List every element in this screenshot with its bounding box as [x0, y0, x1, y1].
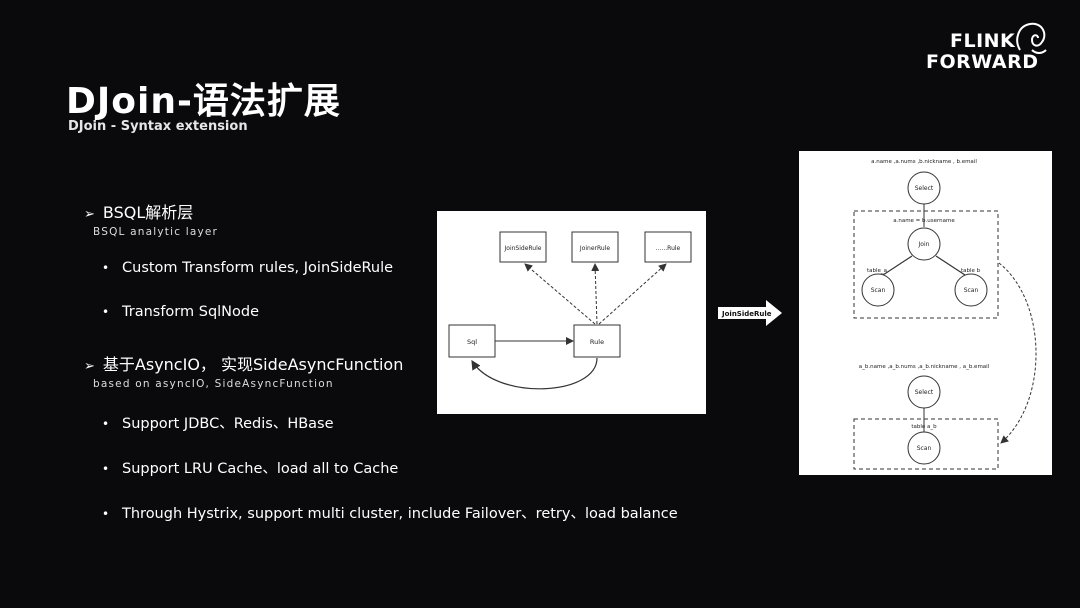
bullet-dot-icon: •: [102, 507, 110, 521]
rule-diagram-panel: JoinSideRule JoinerRule ......Rule Sql R…: [437, 211, 706, 414]
rule-to-sql-curve: [471, 357, 598, 390]
arrow-bullet-icon: ➢: [84, 359, 95, 374]
flink-forward-logo: FLINK FORWARD: [920, 22, 1060, 82]
join-node: [907, 227, 941, 261]
section-subheading-bsql: BSQL analytic layer: [93, 226, 219, 238]
section-heading-bsql: ➢ BSQL解析层: [84, 199, 193, 223]
arrow-bullet-icon: ➢: [84, 207, 95, 222]
logo-line1: FLINK: [950, 30, 1016, 52]
dashed-arrow-joinside: [524, 263, 596, 325]
section-subheading-asyncio: based on asyncIO, SideAsyncFunction: [93, 378, 334, 390]
section-heading-asyncio: ➢ 基于AsyncIO， 实现SideAsyncFunction: [84, 351, 403, 375]
transform-arrow: JoinSideRule: [718, 300, 782, 326]
top-field-list: a.name ,a.nums ,b.nickname , b.email: [871, 159, 977, 165]
bullet-text: Support LRU Cache、load all to Cache: [122, 461, 399, 477]
rule-box-main: [573, 324, 621, 358]
scan-node-ab-label: Scan: [917, 445, 932, 452]
join-to-scan-b-edge: [935, 255, 966, 276]
scan-group-box: [853, 418, 999, 470]
bottom-field-list: a_b.name ,a_b.nums ,a_b.nickname , a_b.e…: [859, 364, 990, 370]
bullet-item: • Support JDBC、Redis、HBase: [102, 412, 334, 433]
rule-diagram: JoinSideRule JoinerRule ......Rule Sql R…: [448, 231, 692, 390]
bullet-text: Through Hystrix, support multi cluster, …: [122, 506, 678, 522]
section-heading-text: 基于AsyncIO， 实现SideAsyncFunction: [102, 355, 404, 374]
scan-node-b: [954, 273, 988, 307]
dashed-arrow-joiner: [591, 263, 600, 325]
scan-node-b-label: Scan: [964, 287, 979, 294]
rule-box-joiner: [571, 231, 619, 263]
rule-box-other: [644, 231, 692, 263]
join-to-scan-a-edge: [882, 255, 913, 276]
bullet-text: Transform SqlNode: [122, 304, 260, 320]
logo-line2: FORWARD: [926, 51, 1039, 73]
select-node-top-label: Select: [915, 185, 934, 192]
rule-label-main: Rule: [590, 338, 604, 346]
plan-diagram: a.name ,a.nums ,b.nickname , b.email Sel…: [853, 159, 1037, 470]
bullet-dot-icon: •: [102, 305, 110, 319]
bullet-dot-icon: •: [102, 261, 110, 275]
bullet-item: • Support LRU Cache、load all to Cache: [102, 457, 398, 478]
transform-arrow-label: JoinSideRule: [721, 310, 772, 318]
dashed-arrow-other: [598, 263, 667, 325]
table-ab-label: table a_b: [911, 424, 937, 430]
page-title: DJoin-语法扩展: [66, 81, 341, 122]
join-node-label: Join: [918, 241, 930, 248]
section-heading-text: BSQL解析层: [102, 203, 194, 222]
sql-label: Sql: [467, 338, 477, 346]
scan-node-a: [861, 273, 895, 307]
select-node-bottom-label: Select: [915, 389, 934, 396]
plan-diagram-panel: a.name ,a.nums ,b.nickname , b.email Sel…: [799, 151, 1052, 475]
bullet-dot-icon: •: [102, 462, 110, 476]
table-b-label: table b: [961, 268, 981, 274]
rewrite-dashed-curve: [998, 262, 1037, 444]
squirrel-icon: [1016, 22, 1047, 54]
bullet-item: • Transform SqlNode: [102, 304, 259, 320]
bullet-text: Support JDBC、Redis、HBase: [122, 416, 334, 432]
bullet-text: Custom Transform rules, JoinSideRule: [122, 260, 394, 276]
rule-label-joiner: JoinerRule: [579, 245, 610, 252]
scan-node-a-label: Scan: [871, 287, 886, 294]
bullet-item: • Through Hystrix, support multi cluster,…: [102, 502, 678, 523]
bullet-dot-icon: •: [102, 417, 110, 431]
join-group-box: [853, 210, 999, 319]
bullet-item: • Custom Transform rules, JoinSideRule: [102, 260, 393, 276]
rule-box-joinside: [499, 231, 547, 263]
page-subtitle: DJoin - Syntax extension: [68, 119, 248, 134]
table-a-label: table_a: [867, 268, 887, 274]
rule-label-other: ......Rule: [656, 245, 681, 252]
rule-label-joinside: JoinSideRule: [504, 245, 542, 252]
scan-node-ab: [907, 431, 941, 465]
